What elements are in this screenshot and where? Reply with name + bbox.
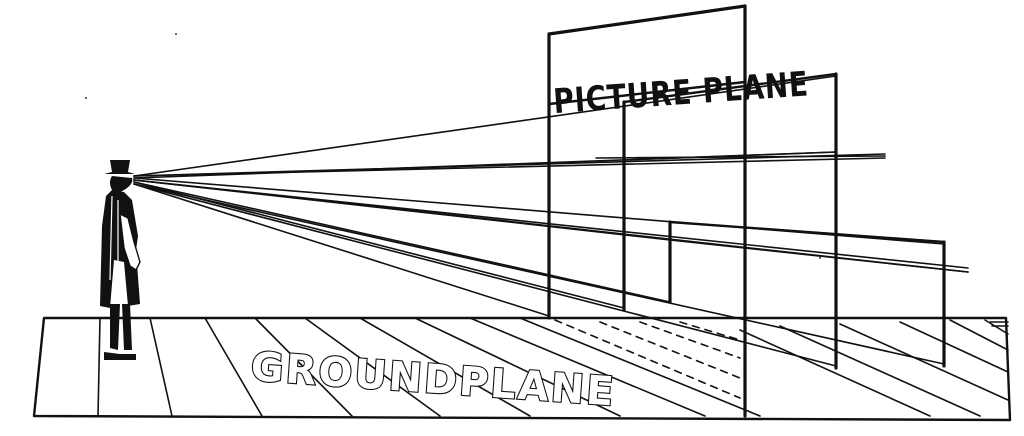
observer-figure: [100, 160, 141, 360]
ground-plane: [32, 316, 1012, 422]
picture-plane: [547, 4, 747, 418]
ground-plane-label: GROUNDPLANE: [249, 344, 617, 415]
sight-lines: [133, 75, 969, 367]
